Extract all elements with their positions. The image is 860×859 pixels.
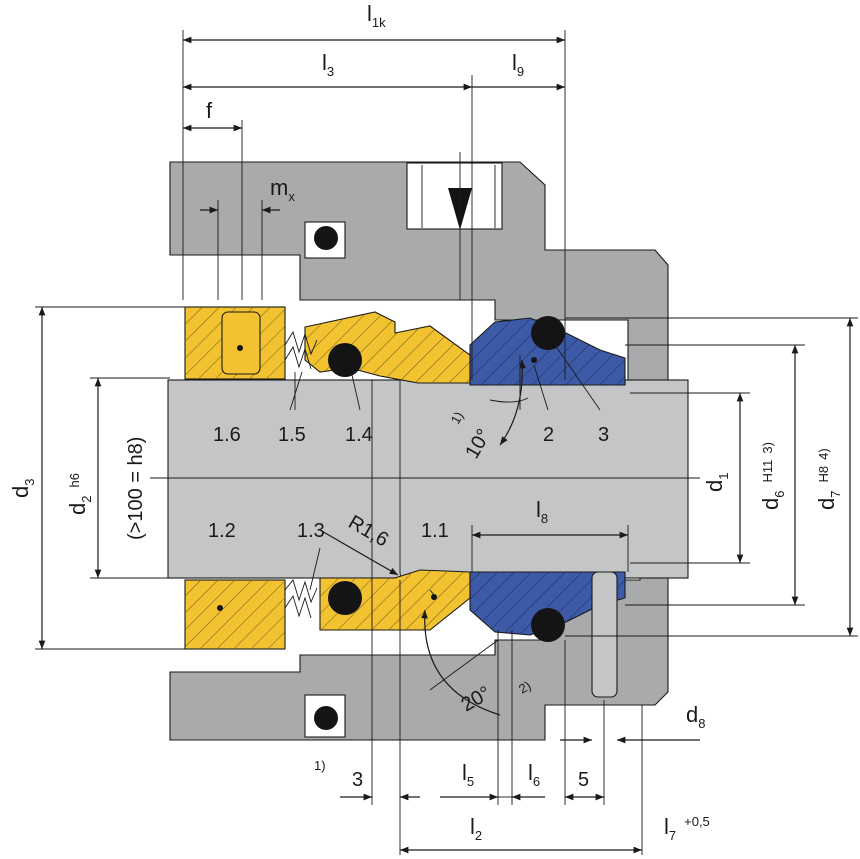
label-d7: d7H84) — [814, 448, 843, 510]
footnote-1-bottom: 1) — [314, 758, 326, 773]
label-5: 5 — [578, 769, 589, 791]
label-d1: d1 — [702, 473, 731, 492]
label-l2: l2 — [470, 814, 482, 843]
part-label-1-1: 1.1 — [421, 520, 449, 542]
anti-rotation-pin — [591, 571, 618, 698]
part-label-1-4: 1.4 — [345, 424, 373, 446]
label-l5: l5 — [462, 760, 474, 789]
label-d8: d8 — [686, 702, 705, 731]
part-label-1-3: 1.3 — [297, 520, 325, 542]
o-rings — [314, 226, 565, 730]
rotary-unit — [184, 306, 471, 650]
label-mx: mx — [270, 175, 295, 204]
label-d2: d2h6 — [65, 473, 94, 515]
part-leaders — [217, 344, 601, 611]
oring-rotary-top — [328, 343, 362, 377]
part-label-1-6: 1.6 — [213, 424, 241, 446]
label-d6: d6H113) — [758, 442, 787, 510]
oring-stationary-top — [531, 316, 565, 350]
oring-housing-top — [314, 226, 338, 250]
label-l1k: l1k — [367, 1, 386, 30]
label-l7: l7+0,5 — [664, 814, 710, 843]
housing — [169, 161, 669, 741]
set-screw — [221, 311, 261, 375]
label-l9: l9 — [512, 50, 524, 79]
label-f: f — [206, 98, 213, 123]
dimension-lines — [35, 30, 858, 855]
label-3: 3 — [352, 769, 363, 791]
oring-stationary-bottom — [531, 608, 565, 642]
label-d3: d3 — [8, 479, 37, 498]
part-label-3: 3 — [598, 424, 609, 446]
label-d2-note: (>100 = h8) — [125, 437, 147, 540]
oring-rotary-bottom — [328, 581, 362, 615]
part-label-1-2: 1.2 — [208, 520, 236, 542]
part-label-1-5: 1.5 — [278, 424, 306, 446]
oring-housing-bottom — [314, 706, 338, 730]
shaft — [167, 379, 689, 579]
label-l8: l8 — [536, 497, 548, 526]
springs — [284, 330, 318, 619]
label-l3: l3 — [322, 50, 334, 79]
label-l6: l6 — [528, 760, 540, 789]
part-label-2: 2 — [543, 424, 554, 446]
